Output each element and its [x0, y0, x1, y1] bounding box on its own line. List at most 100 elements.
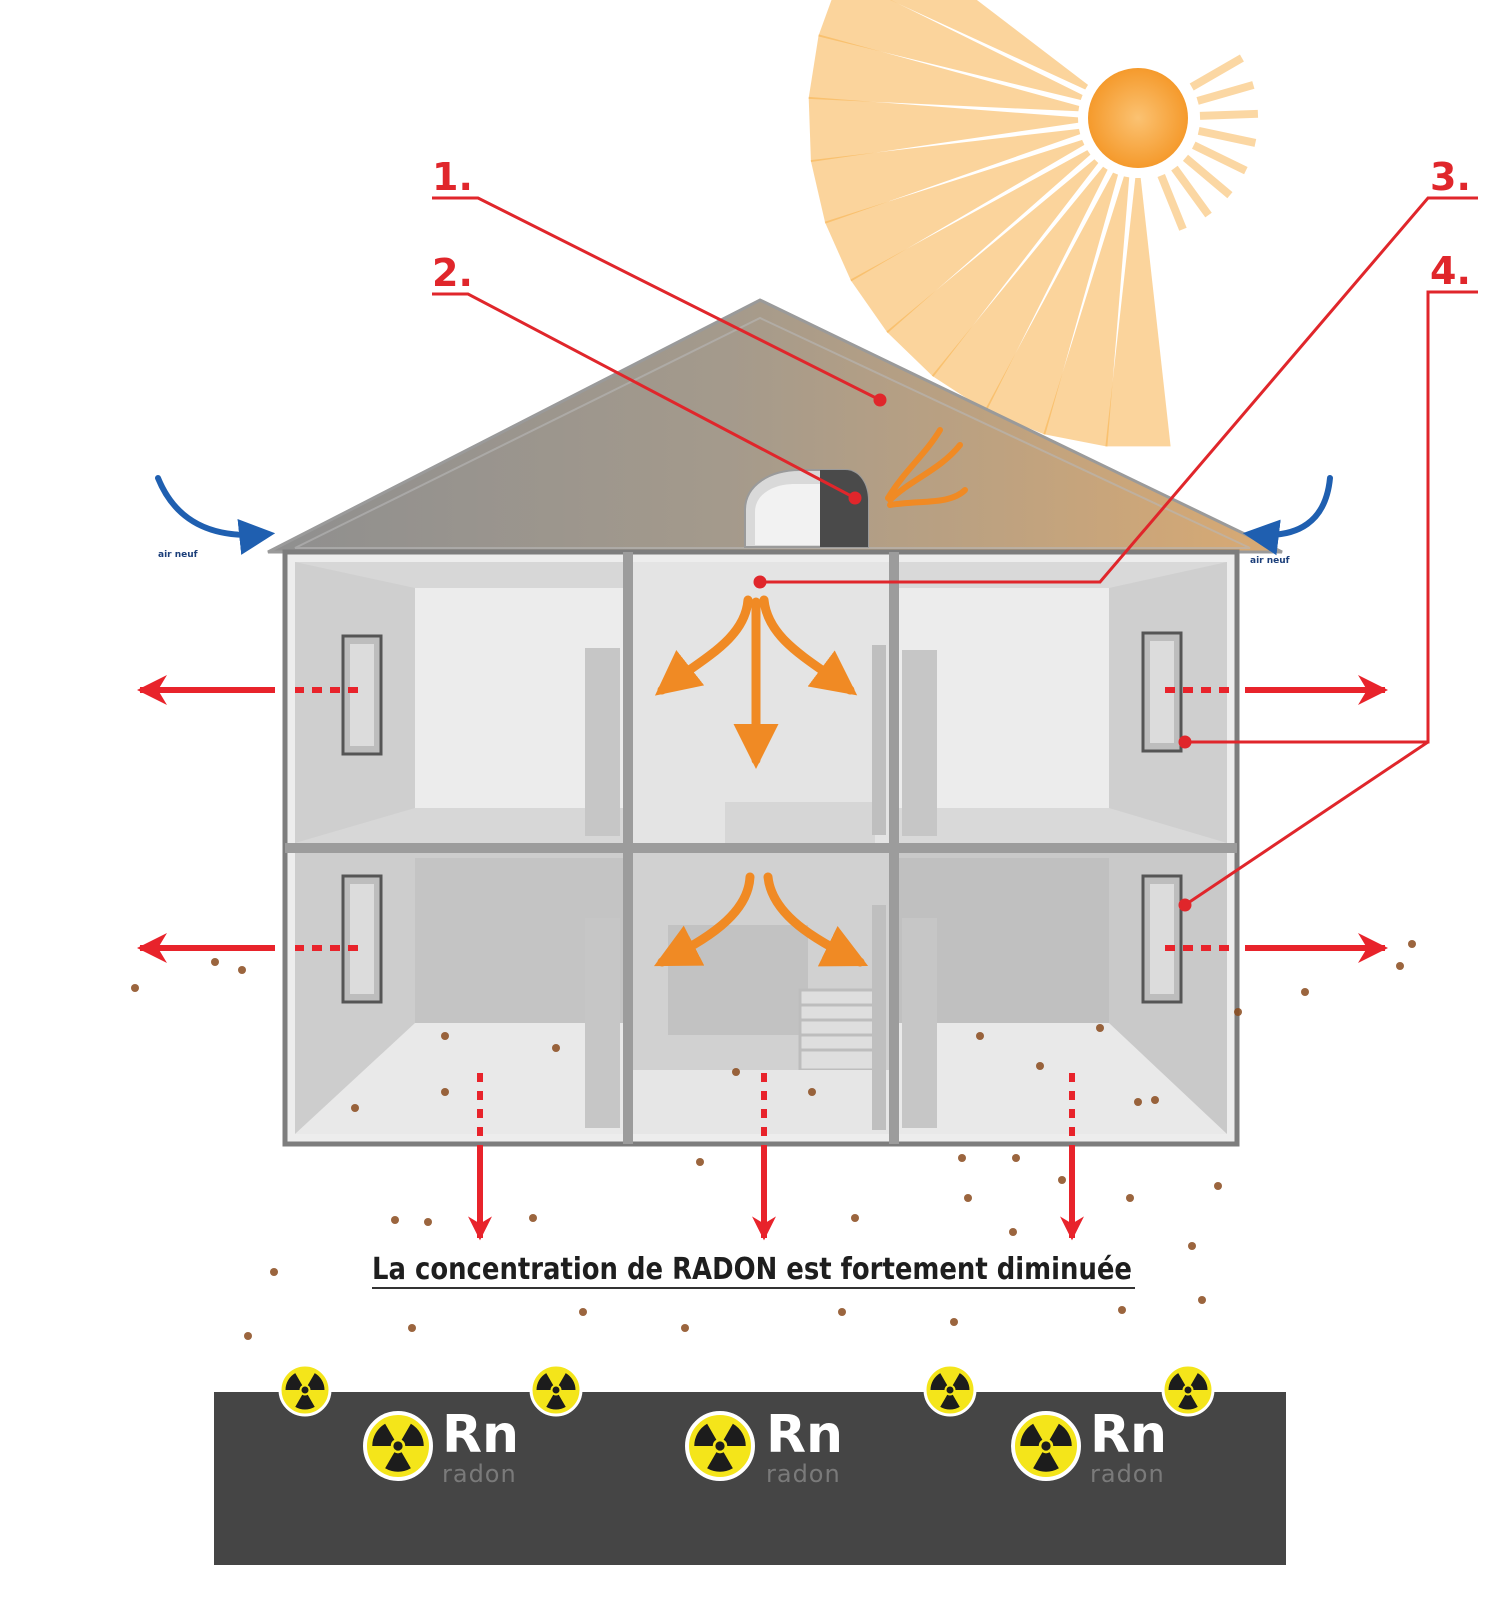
sun-ray	[890, 0, 1089, 90]
callout-1: 1.	[432, 155, 473, 199]
radon-particle	[529, 1214, 537, 1222]
sun-ray	[1196, 81, 1255, 105]
radon-particle	[958, 1154, 966, 1162]
radon-particle	[696, 1158, 704, 1166]
radon-particle	[1096, 1024, 1104, 1032]
callout-3: 3.	[1430, 155, 1471, 199]
sun-ray	[1043, 176, 1130, 447]
radon-source-1: Rn radon	[442, 1405, 519, 1488]
outflow-arrows	[137, 675, 1388, 963]
window-upper-right	[1141, 631, 1183, 753]
air-inlet-label: air neuf	[1250, 556, 1290, 566]
radiation-icon	[685, 1411, 755, 1481]
air-distribution-lower	[653, 872, 869, 967]
radon-particle	[351, 1104, 359, 1112]
callout-number: 2.	[432, 251, 473, 295]
radon-particle	[391, 1216, 399, 1224]
door-ll	[585, 918, 620, 1128]
radon-particle	[950, 1318, 958, 1326]
sun-disc	[1088, 68, 1188, 168]
radon-particle	[244, 1332, 252, 1340]
radon-particle	[1198, 1296, 1206, 1304]
sun-ray	[1199, 109, 1259, 120]
radon-particle	[1301, 988, 1309, 996]
house-body	[282, 549, 1240, 1147]
fresh-air-inlet-left: air neuf	[155, 475, 276, 560]
radon-symbol: Rn	[1090, 1405, 1167, 1465]
fan-unit-icon	[744, 469, 869, 548]
sun-ray	[1171, 165, 1212, 218]
radon-particle	[1134, 1098, 1142, 1106]
radon-particle	[1009, 1228, 1017, 1236]
fresh-air-inlet-right: air neuf	[1242, 475, 1333, 566]
sun-ray	[1189, 54, 1244, 91]
sun-ray	[931, 166, 1108, 412]
window-upper-left	[341, 634, 383, 756]
radiation-icon	[923, 1363, 977, 1417]
radon-particle	[270, 1268, 278, 1276]
radon-symbol: Rn	[442, 1405, 519, 1465]
sun-ray	[824, 139, 1085, 282]
room-lower-middle	[633, 853, 889, 1134]
callout-4: 4.	[1430, 249, 1471, 293]
radon-particle	[579, 1308, 587, 1316]
air-distribution-upper	[654, 595, 858, 769]
radon-particle	[1151, 1096, 1159, 1104]
radon-particle	[838, 1308, 846, 1316]
callout-leaders	[432, 196, 1478, 912]
radon-particle	[441, 1088, 449, 1096]
sun-ray	[810, 128, 1081, 224]
warm-air-swirl	[885, 427, 968, 508]
callout-number: 1.	[432, 155, 473, 199]
radon-particle	[1118, 1306, 1126, 1314]
radon-particle	[211, 958, 219, 966]
door-lr	[902, 918, 937, 1128]
radon-particle	[1234, 1008, 1242, 1016]
sun-ray	[1197, 126, 1257, 147]
radon-particle	[1126, 1194, 1134, 1202]
air-inlet-label: air neuf	[158, 550, 198, 560]
sun-ray	[808, 34, 1080, 112]
radon-particle	[131, 984, 139, 992]
caption-text: La concentration de RADON est fortement …	[372, 1252, 1132, 1287]
sun-ray	[1105, 177, 1171, 447]
door-um	[872, 645, 886, 835]
radon-particle	[441, 1032, 449, 1040]
radon-name: radon	[442, 1460, 517, 1488]
radon-particle	[1036, 1062, 1044, 1070]
door-ur	[902, 650, 937, 836]
callout-number: 3.	[1430, 155, 1471, 199]
sun-ray	[984, 172, 1119, 435]
radon-particle	[732, 1068, 740, 1076]
radon-particle	[424, 1218, 432, 1226]
radiation-icon	[278, 1363, 332, 1417]
sun-ray	[818, 0, 1083, 101]
staircase	[798, 988, 877, 1072]
radon-particle	[964, 1194, 972, 1202]
radon-pushed-down-arrows	[468, 1073, 1084, 1241]
radon-particle	[851, 1214, 859, 1222]
radon-particle	[1214, 1182, 1222, 1190]
sun-ray	[886, 159, 1099, 377]
radon-particle	[552, 1044, 560, 1052]
radon-symbol: Rn	[766, 1405, 843, 1465]
radon-particle	[681, 1324, 689, 1332]
radon-name: radon	[766, 1460, 841, 1488]
radiation-icon	[529, 1363, 583, 1417]
sun-icon	[808, 0, 1259, 447]
radon-particle	[238, 966, 246, 974]
radon-particle	[1408, 940, 1416, 948]
sun-ray	[1182, 154, 1233, 199]
callout-number: 4.	[1430, 249, 1471, 293]
radon-particle	[1396, 962, 1404, 970]
radon-particle	[976, 1032, 984, 1040]
door-ul	[585, 648, 620, 836]
door-lm	[872, 905, 886, 1130]
radiation-symbols	[278, 1363, 1215, 1481]
radon-particle	[1012, 1154, 1020, 1162]
radon-particles	[131, 940, 1416, 1340]
sun-ray	[808, 96, 1079, 163]
callout-2: 2.	[432, 251, 473, 295]
radon-particle	[408, 1324, 416, 1332]
